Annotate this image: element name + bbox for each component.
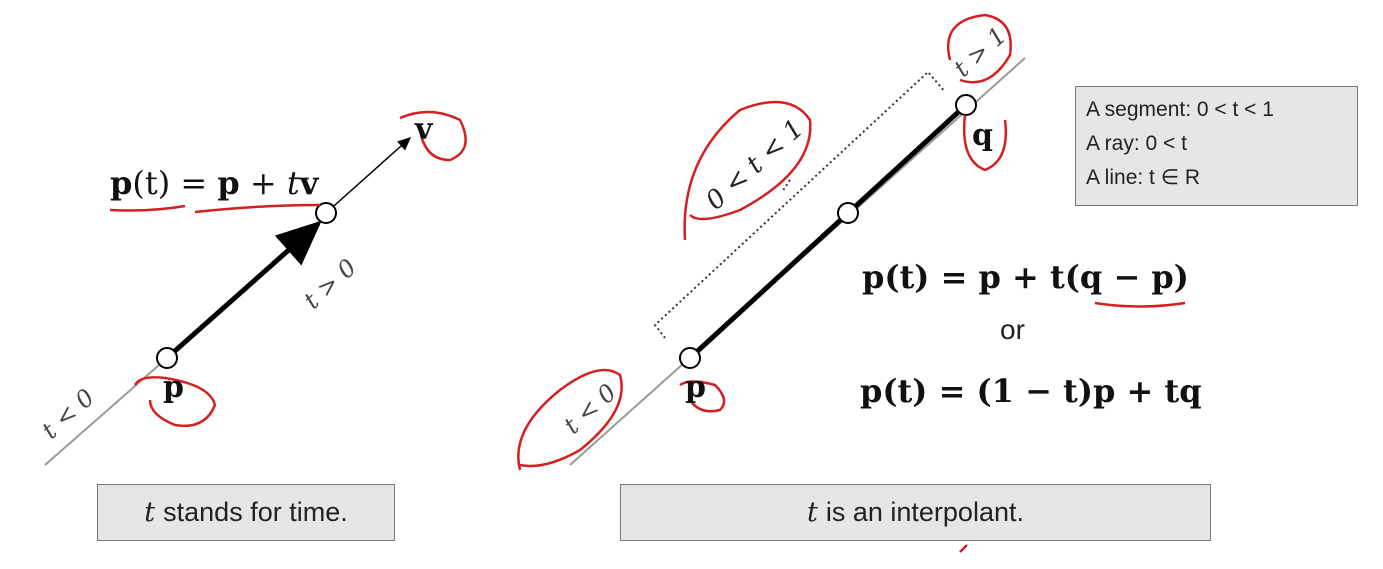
point-q — [955, 94, 977, 116]
segment-bracket — [653, 70, 946, 339]
caption-text: stands for time. — [163, 497, 348, 527]
formula-t: t — [286, 164, 300, 202]
label-p: p — [163, 370, 184, 405]
caption-text: is an interpolant. — [825, 497, 1024, 527]
label-v: v — [415, 112, 433, 147]
handwritten-annotations — [109, 13, 1186, 553]
or-label: or — [1000, 314, 1025, 345]
segment-range: A segment: 0 < t < 1 — [1086, 98, 1274, 121]
parameter-range-box: A segment: 0 < t < 1 A ray: 0 < t A line… — [1075, 86, 1358, 206]
point-p — [156, 347, 178, 369]
line-range: A line: t ∈ R — [1086, 166, 1201, 189]
point-p — [679, 347, 701, 369]
formula-plus: + — [239, 164, 287, 202]
formula-p2: p — [217, 164, 240, 202]
label-q: q — [972, 118, 993, 153]
negative-ray-line — [44, 357, 168, 466]
caption-var: t — [807, 497, 818, 528]
formula-arg: (t) — [132, 164, 171, 202]
point-p-plus-v — [315, 202, 337, 224]
parametric-ray-formula: p(t) = p + tv — [110, 164, 318, 202]
formula-v: v — [299, 164, 319, 202]
interpolation-formula-2: p(t) = (1 − t)p + tq — [860, 372, 1202, 410]
segment-pq — [688, 103, 968, 360]
point-mid — [837, 202, 859, 224]
formula-eq: = — [170, 164, 218, 202]
velocity-arrow — [165, 220, 322, 360]
caption-var: t — [144, 497, 156, 528]
formula-p: p — [110, 164, 133, 202]
ray-arrow — [325, 137, 412, 214]
ray-range: A ray: 0 < t — [1086, 132, 1187, 155]
interpolation-formula-1: p(t) = p + t(q − p) — [862, 258, 1189, 296]
label-p: p — [685, 370, 706, 405]
